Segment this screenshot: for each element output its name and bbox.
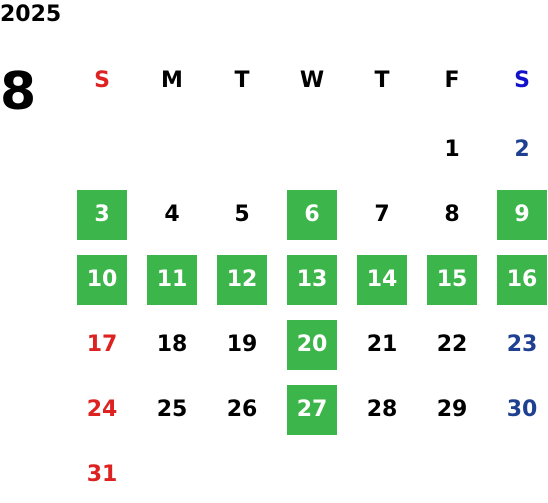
month-label: 8: [0, 62, 37, 122]
weekday-header-wednesday: W: [299, 68, 325, 93]
weekday-header-tuesday: T: [234, 68, 250, 93]
day-cell-8[interactable]: 8: [444, 202, 460, 227]
day-cell-20[interactable]: 20: [287, 320, 337, 370]
weekday-header-thursday: T: [374, 68, 390, 93]
weekday-header-monday: M: [161, 68, 183, 93]
day-cell-10[interactable]: 10: [77, 255, 127, 305]
day-cell-19[interactable]: 19: [226, 332, 258, 357]
day-cell-27[interactable]: 27: [287, 385, 337, 435]
day-cell-15[interactable]: 15: [427, 255, 477, 305]
day-cell-21[interactable]: 21: [366, 332, 398, 357]
day-cell-4[interactable]: 4: [164, 202, 180, 227]
day-cell-11[interactable]: 11: [147, 255, 197, 305]
day-cell-31[interactable]: 31: [86, 462, 118, 487]
day-cell-23[interactable]: 23: [506, 332, 538, 357]
day-cell-13[interactable]: 13: [287, 255, 337, 305]
day-cell-28[interactable]: 28: [366, 397, 398, 422]
day-cell-18[interactable]: 18: [156, 332, 188, 357]
weekday-header-saturday: S: [514, 68, 530, 93]
day-cell-6[interactable]: 6: [287, 190, 337, 240]
day-cell-7[interactable]: 7: [374, 202, 390, 227]
day-cell-26[interactable]: 26: [226, 397, 258, 422]
day-cell-12[interactable]: 12: [217, 255, 267, 305]
weekday-header-friday: F: [444, 68, 460, 93]
day-cell-22[interactable]: 22: [436, 332, 468, 357]
year-label: 2025: [0, 2, 62, 27]
day-cell-24[interactable]: 24: [86, 397, 118, 422]
day-cell-14[interactable]: 14: [357, 255, 407, 305]
day-cell-29[interactable]: 29: [436, 397, 468, 422]
day-cell-17[interactable]: 17: [86, 332, 118, 357]
day-cell-2[interactable]: 2: [514, 137, 530, 162]
day-cell-16[interactable]: 16: [497, 255, 547, 305]
day-cell-9[interactable]: 9: [497, 190, 547, 240]
day-cell-25[interactable]: 25: [156, 397, 188, 422]
day-cell-1[interactable]: 1: [444, 137, 460, 162]
weekday-header-sunday: S: [94, 68, 110, 93]
day-cell-30[interactable]: 30: [506, 397, 538, 422]
day-cell-5[interactable]: 5: [234, 202, 250, 227]
day-cell-3[interactable]: 3: [77, 190, 127, 240]
